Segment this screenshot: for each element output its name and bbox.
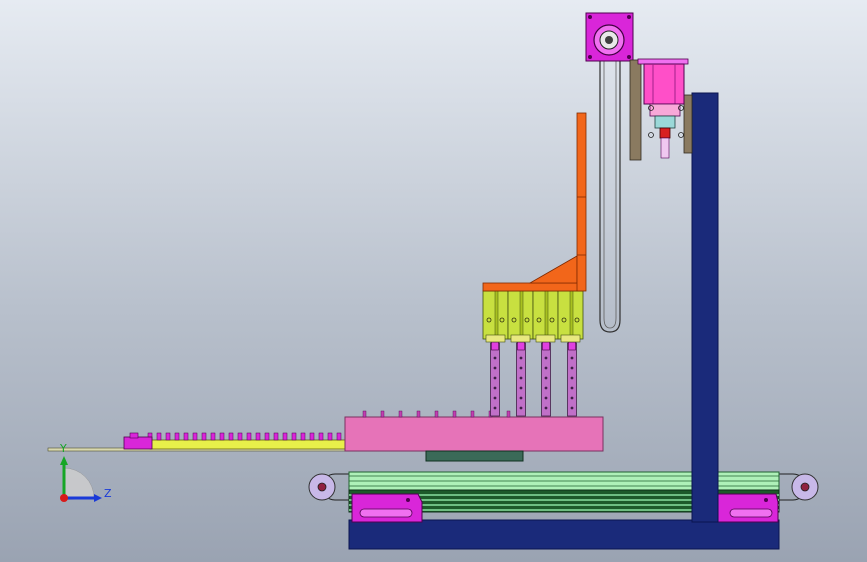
rail-teeth	[147, 432, 342, 441]
feed-rail	[47, 439, 359, 452]
pin-column	[516, 341, 526, 417]
clamp-block	[482, 290, 509, 343]
rail-tooth	[309, 432, 315, 441]
drive-belt	[599, 40, 621, 333]
orange-bracket	[482, 112, 587, 292]
base-frame	[348, 519, 780, 550]
rail-tooth	[165, 432, 171, 441]
pin-columns	[490, 341, 577, 417]
rail-tooth	[156, 432, 162, 441]
rail-tooth	[273, 432, 279, 441]
triad-z-label: Z	[104, 487, 112, 500]
plate-pins	[362, 410, 511, 418]
plate-pin	[434, 410, 439, 418]
pin-column	[567, 341, 577, 417]
rail-tooth	[201, 432, 207, 441]
rail-tooth	[246, 432, 252, 441]
rail-tooth	[282, 432, 288, 441]
clamp-blocks	[482, 290, 584, 343]
conveyor-right-pulley	[791, 473, 819, 501]
top-motor	[585, 12, 634, 62]
work-plate	[344, 416, 604, 452]
plate-pin	[452, 410, 457, 418]
rail-tooth	[318, 432, 324, 441]
rail-tooth	[291, 432, 297, 441]
rail-tooth	[210, 432, 216, 441]
rail-tooth	[264, 432, 270, 441]
rail-end-block	[123, 432, 153, 450]
plate-pin	[416, 410, 421, 418]
coordinate-triad-icon	[60, 456, 102, 502]
plate-pin	[506, 410, 511, 418]
plate-pin	[398, 410, 403, 418]
rail-tooth	[183, 432, 189, 441]
rail-tooth	[336, 432, 342, 441]
pin-column	[490, 341, 500, 417]
clamp-block	[557, 290, 584, 343]
rail-tooth	[255, 432, 261, 441]
conveyor-left-pulley	[308, 473, 336, 501]
vertical-slide-plate	[629, 59, 693, 161]
vertical-column	[691, 92, 719, 523]
rail-tooth	[300, 432, 306, 441]
plate-pin	[470, 410, 475, 418]
conveyor-left-bracket	[351, 493, 423, 523]
rail-tooth	[192, 432, 198, 441]
clamp-block	[507, 290, 534, 343]
plate-support-block	[425, 450, 524, 462]
plate-pin	[380, 410, 385, 418]
rail-tooth	[228, 432, 234, 441]
pin-column	[541, 341, 551, 417]
triad-y-label: Y	[59, 442, 67, 455]
rail-tooth	[327, 432, 333, 441]
rail-tooth	[219, 432, 225, 441]
conveyor-right-bracket	[717, 493, 779, 523]
air-cylinder	[637, 58, 689, 159]
rail-tooth	[237, 432, 243, 441]
clamp-block	[532, 290, 559, 343]
rail-tooth	[174, 432, 180, 441]
plate-pin	[362, 410, 367, 418]
